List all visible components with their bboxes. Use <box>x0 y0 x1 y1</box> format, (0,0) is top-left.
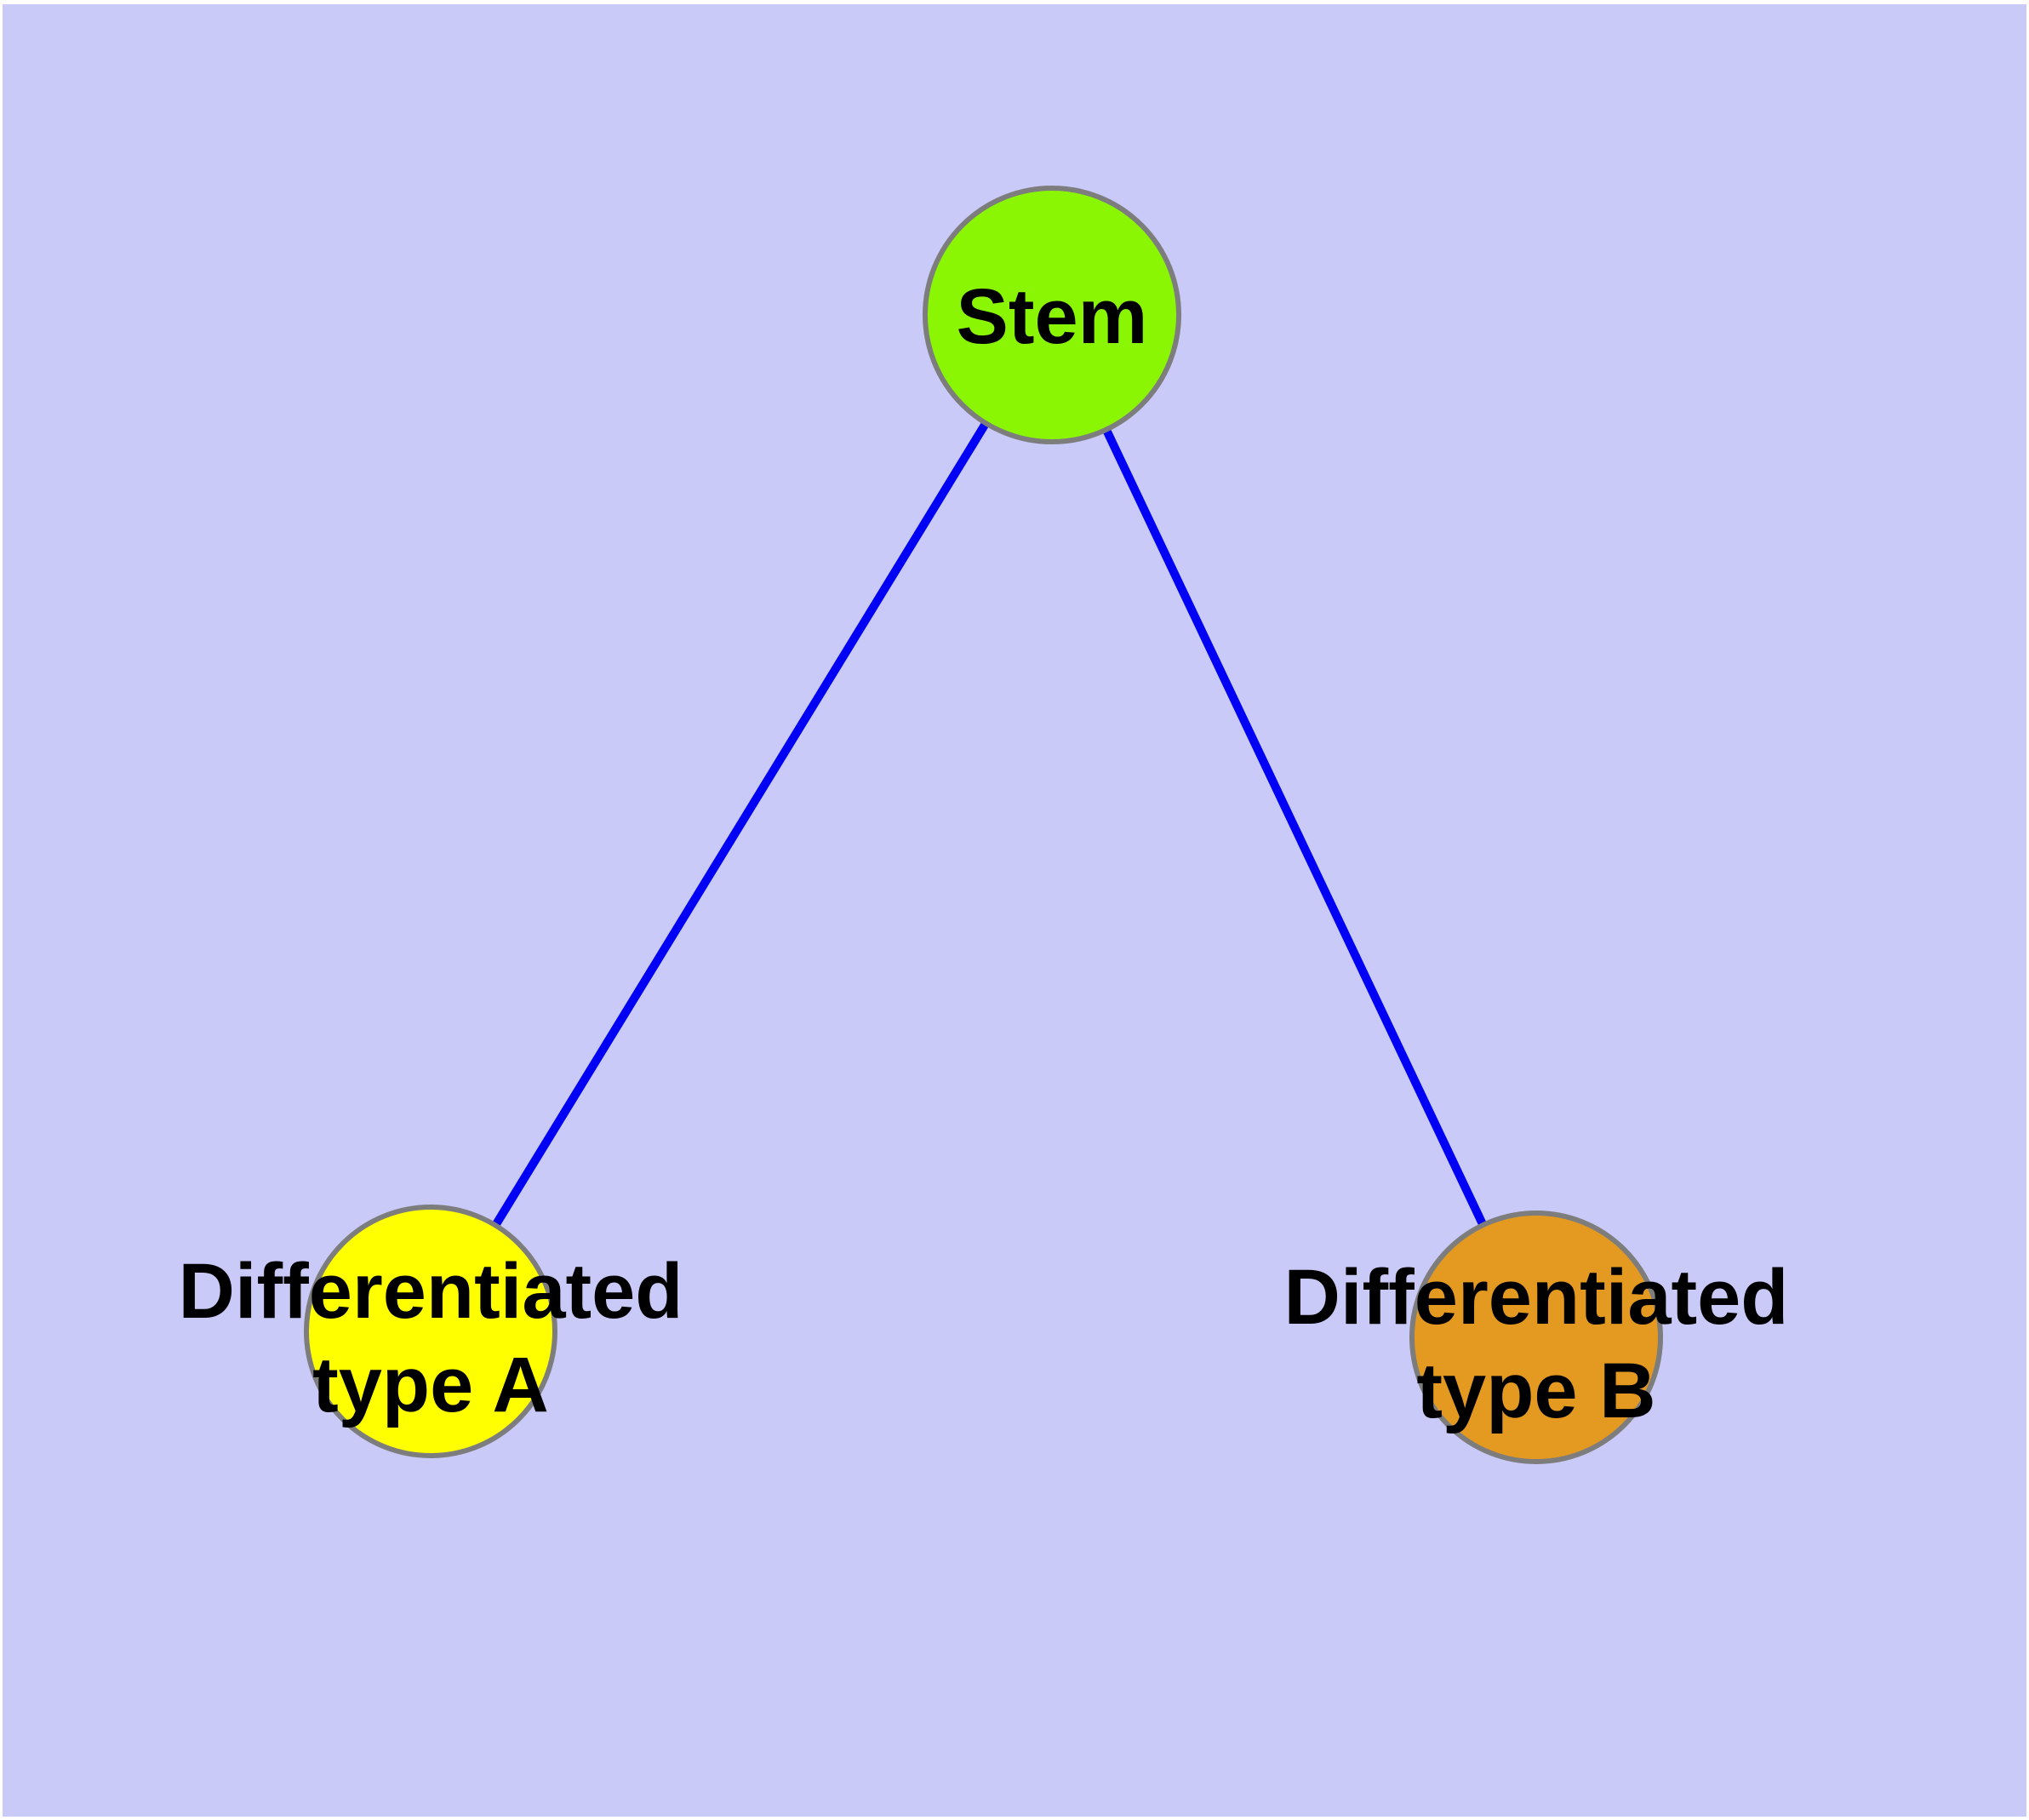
node-type-b-label-line1: Differentiated <box>1284 1254 1789 1341</box>
node-type-a <box>304 1205 557 1458</box>
node-type-a-label-line2: type A <box>312 1342 549 1428</box>
edge-stem-to-type-a <box>426 312 1056 1334</box>
edge-stem-to-type-b <box>1048 312 1540 1340</box>
node-type-a-label-line1: Differentiated <box>179 1248 683 1335</box>
node-type-b-label-line2: type B <box>1416 1348 1655 1434</box>
node-type-b <box>1409 1210 1663 1464</box>
node-stem-label: Stem <box>957 273 1148 360</box>
node-stem <box>923 186 1181 444</box>
